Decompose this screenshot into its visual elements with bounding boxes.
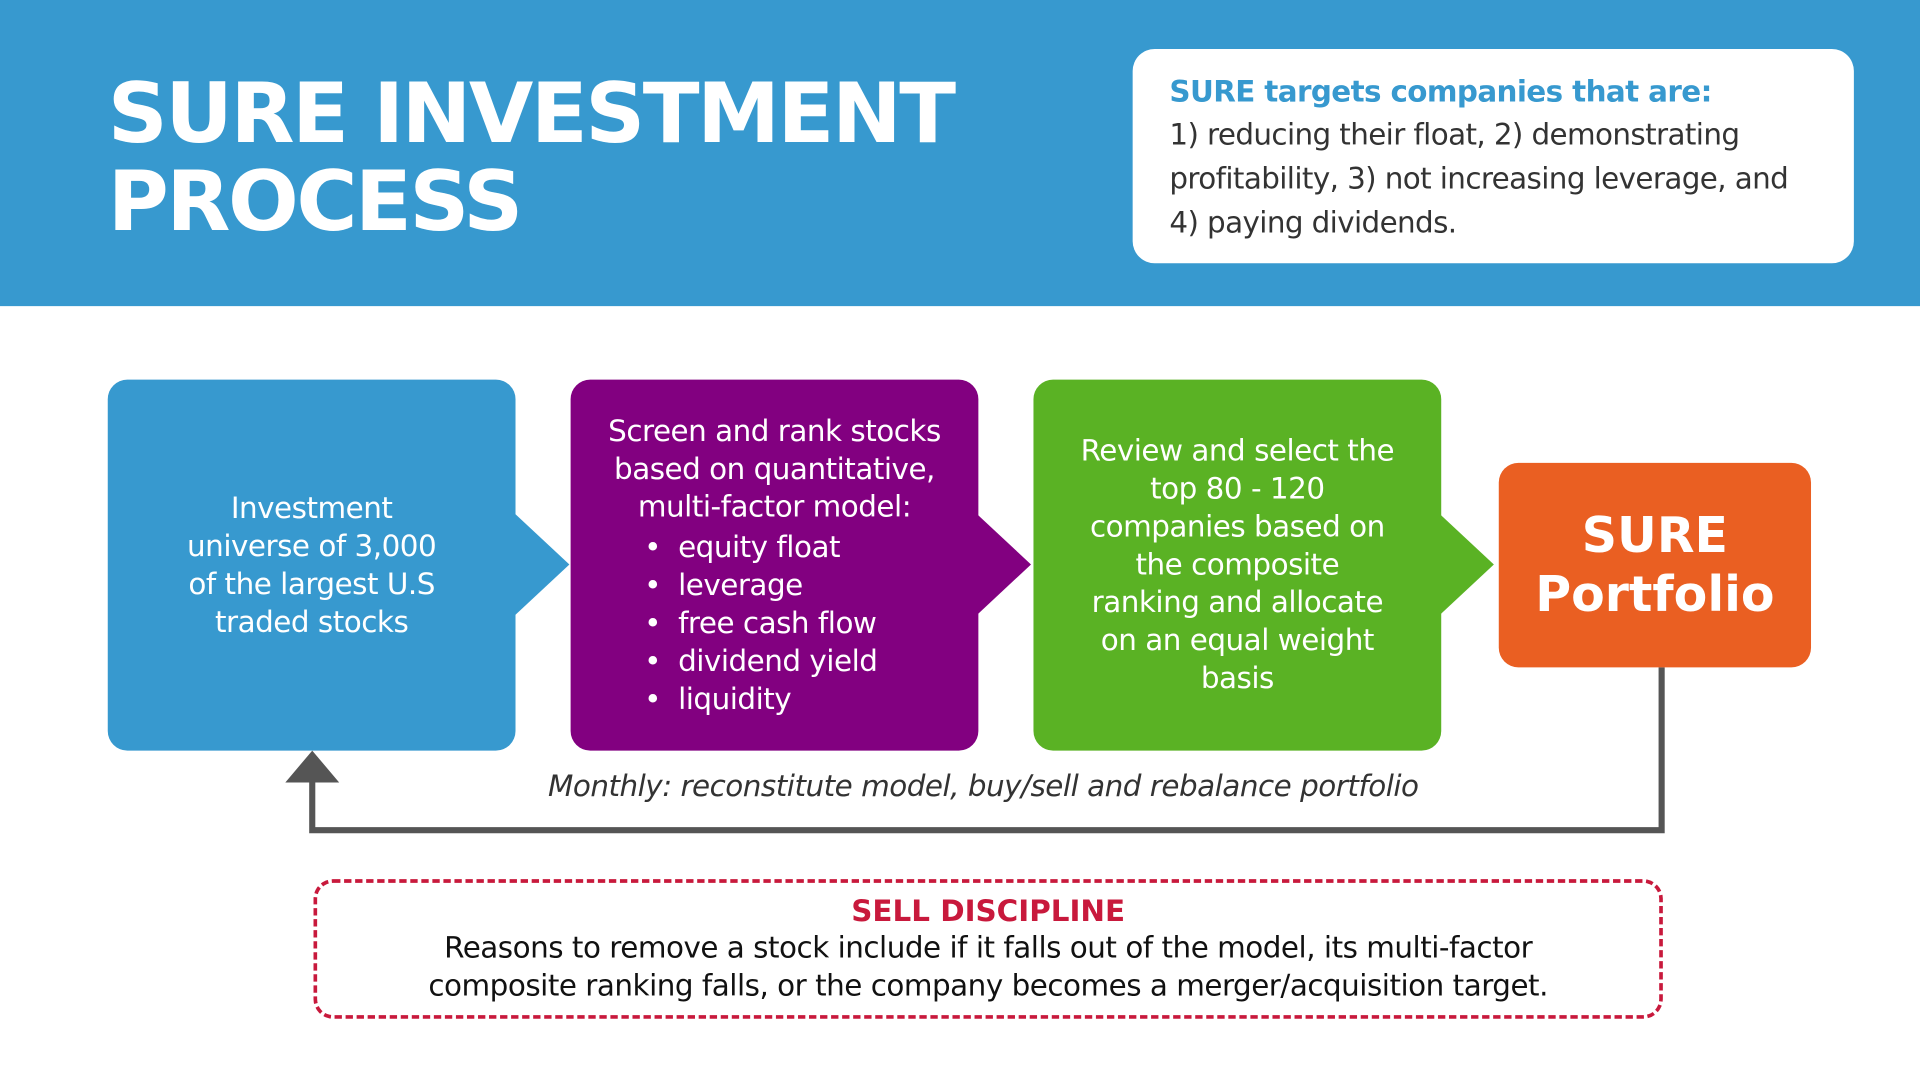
step-text: top 80 - 120 [1150, 471, 1325, 506]
header-banner: SURE INVESTMENT PROCESS SURE targets com… [0, 0, 1920, 307]
step-text: of the largest U.S [188, 566, 435, 601]
loop-label: Monthly: reconstitute model, buy/sell an… [547, 768, 1419, 804]
summary-line: 1) reducing their float, 2) demonstratin… [1169, 117, 1740, 152]
summary-line: profitability, 3) not increasing leverag… [1169, 161, 1789, 196]
arrow-right-icon [1440, 514, 1494, 615]
arrowhead-up-icon [285, 750, 340, 783]
step-text: traded stocks [214, 604, 409, 639]
step-text: multi-factor model: [637, 489, 912, 524]
step-text: Review and select the [1080, 433, 1395, 468]
sure-portfolio-box: SURE Portfolio [1498, 462, 1812, 668]
factor-item: dividend yield [644, 642, 878, 680]
loop-line [309, 667, 1665, 834]
step-text: companies based on [1089, 509, 1385, 544]
arrow-right-icon [977, 514, 1032, 615]
arrow-right-icon [515, 514, 570, 615]
factor-item: equity float [644, 528, 877, 566]
factor-item: leverage [644, 566, 877, 604]
step-text: on an equal weight [1100, 623, 1375, 658]
portfolio-text: SURE [1581, 507, 1729, 564]
step-text: ranking and allocate [1091, 585, 1384, 620]
step-text: Screen and rank stocks [608, 413, 941, 448]
summary-heading: SURE targets companies that are: [1169, 74, 1712, 109]
step-text: the composite [1135, 547, 1340, 582]
sell-text: Reasons to remove a stock include if it … [444, 930, 1533, 965]
sell-text: composite ranking falls, or the company … [428, 968, 1548, 1003]
summary-card: SURE targets companies that are: 1) redu… [1132, 48, 1854, 264]
sell-discipline-box: SELL DISCIPLINE Reasons to remove a stoc… [313, 879, 1663, 1019]
title-line-1: SURE INVESTMENT [107, 66, 956, 163]
step-universe: Investment universe of 3,000 of the larg… [107, 379, 516, 751]
step-text: universe of 3,000 [187, 528, 437, 563]
factor-list: equity float leverage free cash flow div… [571, 528, 878, 718]
page-title: SURE INVESTMENT PROCESS [107, 66, 956, 252]
step-text: Investment [230, 490, 393, 525]
title-line-2: PROCESS [107, 154, 523, 252]
step-text: basis [1200, 661, 1274, 696]
factor-item: free cash flow [644, 604, 877, 642]
step-review-select: Review and select the top 80 - 120 compa… [1033, 379, 1442, 751]
summary-line: 4) paying dividends. [1169, 205, 1457, 241]
step-screen-rank: Screen and rank stocks based on quantita… [570, 379, 979, 751]
factor-item: liquidity [644, 680, 877, 718]
step-text: based on quantitative, [614, 451, 935, 486]
sell-heading: SELL DISCIPLINE [851, 893, 1126, 929]
portfolio-text: Portfolio [1535, 566, 1775, 623]
